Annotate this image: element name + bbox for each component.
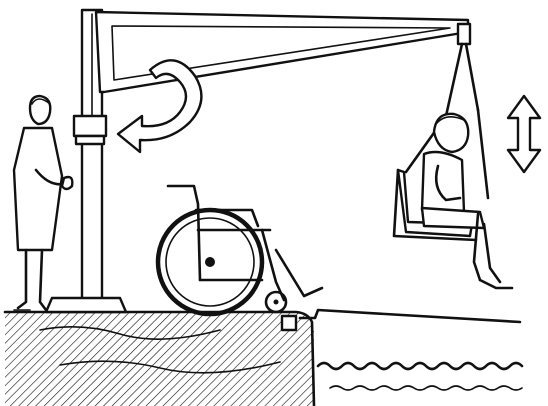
attendant-operator [14,96,72,312]
pool-coping [282,310,520,330]
lift-boom-arm [96,12,470,92]
seated-person [422,114,512,288]
wheelchair [158,186,322,314]
lift-up-down-arrow-icon [508,96,540,172]
pool-deck [5,312,314,406]
pool-water [318,363,522,390]
